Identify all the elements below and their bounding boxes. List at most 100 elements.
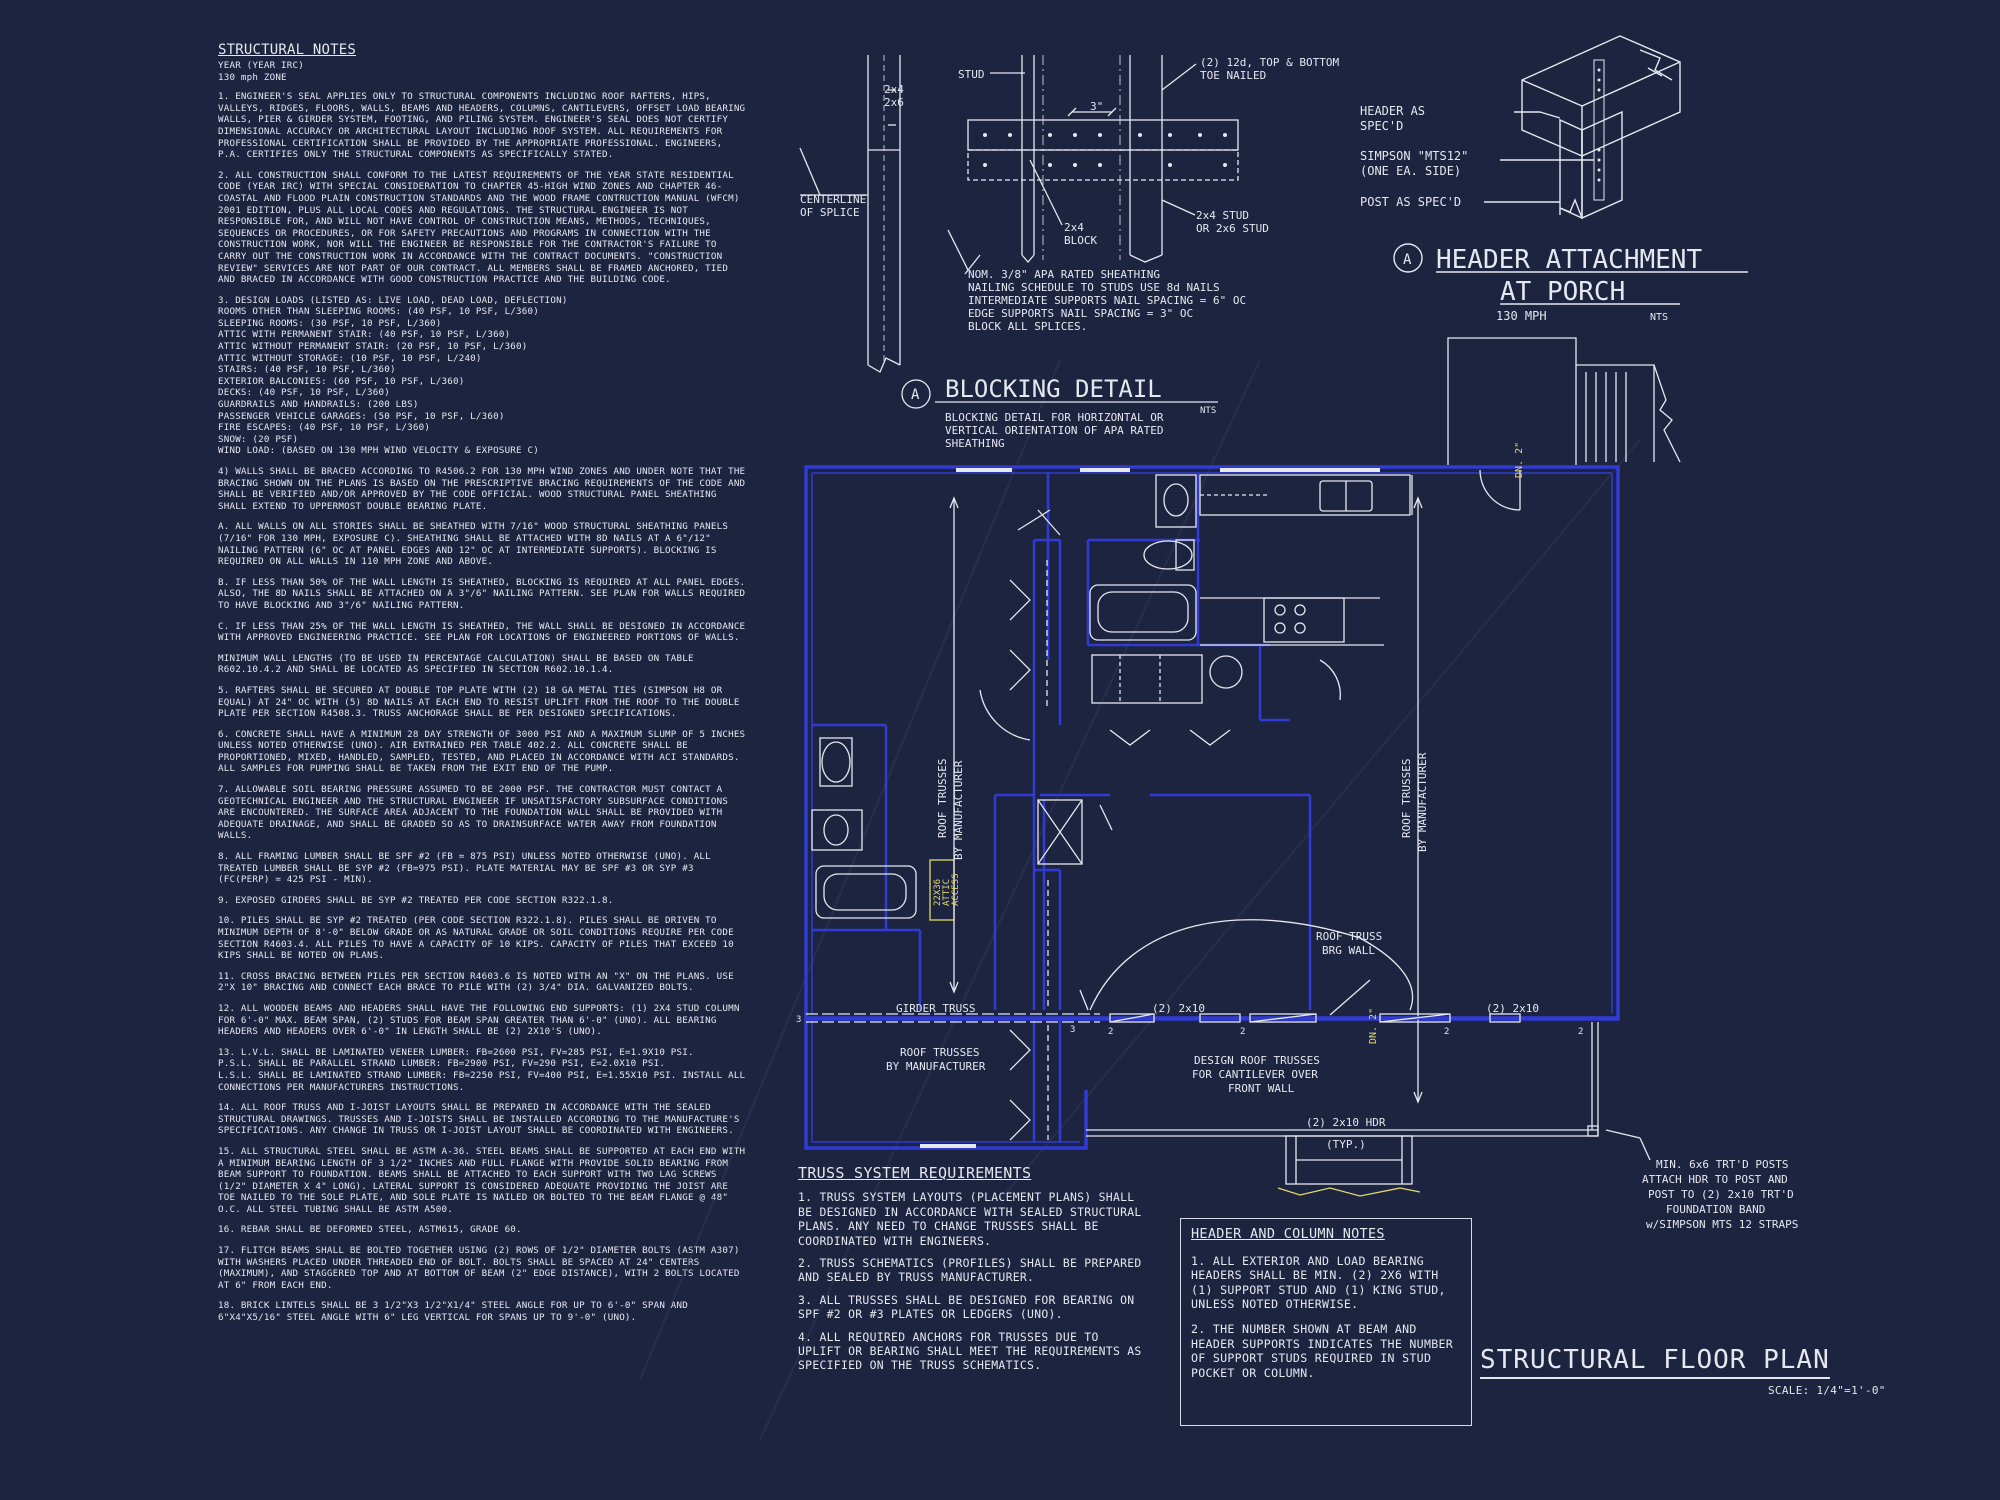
truss-req-3: 3. ALL TRUSSES SHALL BE DESIGNED FOR BEA… bbox=[798, 1292, 1135, 1322]
load-line: SNOW: (20 PSF) bbox=[218, 433, 299, 445]
stud-count-2-a: 2 bbox=[1108, 1027, 1113, 1037]
blocking-nts: NTS bbox=[1200, 406, 1216, 416]
blocking-label-2x4: 2x4 bbox=[884, 83, 904, 96]
trusses-left-2: BY MANUFACTURER bbox=[952, 760, 965, 860]
blocking-dim-3: 3" bbox=[1090, 100, 1103, 113]
posts-note-1: MIN. 6x6 TRT'D POSTS bbox=[1656, 1158, 1788, 1171]
blocking-block-2: BLOCK bbox=[1064, 234, 1097, 247]
note-6: 6. CONCRETE SHALL HAVE A MINIMUM 28 DAY … bbox=[218, 728, 746, 775]
blocking-sheath-1: NOM. 3/8" APA RATED SHEATHING bbox=[968, 268, 1160, 281]
brg-wall-1: ROOF TRUSS bbox=[1316, 930, 1382, 943]
blocking-stud-r1: 2x4 STUD bbox=[1196, 209, 1249, 222]
header-column-notes: HEADER AND COLUMN NOTES 1. ALL EXTERIOR … bbox=[1180, 1218, 1472, 1426]
header-mph: 130 MPH bbox=[1496, 309, 1547, 323]
load-line: ATTIC WITHOUT STORAGE: (10 PSF, 10 PSF, … bbox=[218, 352, 482, 364]
front-header-label: (2) 2x10 HDR bbox=[1306, 1116, 1386, 1129]
load-line: WIND LOAD: (BASED ON 130 MPH WIND VELOCI… bbox=[218, 445, 539, 457]
blocking-desc-3: SHEATHING bbox=[945, 437, 1005, 450]
stud-count-3-mid: 3 bbox=[1070, 1025, 1075, 1035]
truss-requirements: TRUSS SYSTEM REQUIREMENTS 1. TRUSS SYSTE… bbox=[798, 1164, 1148, 1381]
note-4a: a. ALL WALLS ON ALL STORIES SHALL BE SHE… bbox=[218, 521, 729, 568]
brg-wall-2: BRG WALL bbox=[1322, 944, 1375, 957]
note-16: 16. REBAR SHALL BE DEFORMED STEEL, ASTM6… bbox=[218, 1224, 522, 1236]
header-tag: A bbox=[1403, 252, 1412, 268]
post-as-spec: POST AS SPEC'D bbox=[1360, 195, 1461, 209]
header-2x10-b: (2) 2x10 bbox=[1486, 1002, 1539, 1015]
stud-count-2-c: 2 bbox=[1444, 1027, 1449, 1037]
note-14: 14. ALL ROOF TRUSS AND I-JOIST LAYOUTS S… bbox=[218, 1102, 740, 1137]
plan-fixtures bbox=[806, 468, 1651, 1197]
header-title-1: HEADER ATTACHMENT bbox=[1436, 245, 1702, 275]
attic-access-1: 22X36 bbox=[933, 879, 943, 906]
blocking-detail bbox=[799, 55, 1239, 409]
blocking-toenail-2: TOE NAILED bbox=[1200, 69, 1266, 82]
attic-access-2: ATTIC bbox=[942, 879, 952, 906]
posts-note-2: ATTACH HDR TO POST AND bbox=[1642, 1173, 1788, 1186]
header-note-2: 2. THE NUMBER SHOWN AT BEAM AND HEADER S… bbox=[1191, 1321, 1454, 1380]
load-line: ATTIC WITH PERMANENT STAIR: (40 PSF, 10 … bbox=[218, 329, 511, 341]
note-15: 15. ALL STRUCTURAL STEEL SHALL BE ASTM A… bbox=[218, 1145, 746, 1215]
blocking-title: BLOCKING DETAIL bbox=[945, 375, 1162, 403]
blocking-desc-2: VERTICAL ORIENTATION OF APA RATED bbox=[945, 424, 1164, 437]
note-5: 5. RAFTERS SHALL BE SECURED AT DOUBLE TO… bbox=[218, 684, 740, 720]
trusses-left-1: ROOF TRUSSES bbox=[936, 759, 949, 838]
simpson-2: (ONE EA. SIDE) bbox=[1360, 164, 1461, 178]
note-4: 4) WALLS SHALL BE BRACED ACCORDING TO R4… bbox=[218, 466, 746, 512]
load-line: GUARDRAILS AND HANDRAILS: (200 LBS) bbox=[218, 399, 419, 411]
dn-bottom-label: DN. 2" bbox=[1368, 1008, 1379, 1044]
blocking-tag: A bbox=[911, 387, 920, 403]
header-as-1: HEADER AS bbox=[1360, 104, 1425, 118]
note-2: 2. ALL CONSTRUCTION SHALL CONFORM TO THE… bbox=[218, 169, 740, 286]
trusses-bottom-1: ROOF TRUSSES bbox=[900, 1046, 979, 1059]
blocking-block-1: 2x4 bbox=[1064, 221, 1084, 234]
note-18: 18. BRICK LINTELS SHALL BE 3 1/2"x3 1/2"… bbox=[218, 1300, 688, 1324]
trusses-right-2: BY MANUFACTURER bbox=[1416, 752, 1429, 852]
blocking-detail-labels: 2x4 2x6 STUD 3" (2) 12d, TOP & BOTTOM TO… bbox=[800, 56, 1339, 450]
stud-count-3-left: 3 bbox=[796, 1015, 801, 1025]
load-line: 3. DESIGN LOADS (LISTED AS: LIVE LOAD, D… bbox=[218, 294, 568, 306]
posts-note-4: FOUNDATION BAND bbox=[1666, 1203, 1765, 1216]
trusses-right-1: ROOF TRUSSES bbox=[1400, 759, 1413, 838]
front-header-typ: (TYP.) bbox=[1326, 1138, 1366, 1151]
posts-note-5: w/SIMPSON MTS 12 STRAPS bbox=[1646, 1218, 1798, 1231]
note-17: 17. FLITCH BEAMS SHALL BE BOLTED TOGETHE… bbox=[218, 1245, 740, 1291]
cantilever-1: DESIGN ROOF TRUSSES bbox=[1194, 1054, 1320, 1067]
blocking-stud-label: STUD bbox=[958, 68, 985, 81]
plan-labels: DN. 2" ROOF TRUSSES BY MANUFACTURER ROOF… bbox=[796, 442, 1798, 1231]
load-line: STAIRS: (40 PSF, 10 PSF, L/360) bbox=[218, 364, 396, 376]
blocking-desc-1: BLOCKING DETAIL FOR HORIZONTAL OR bbox=[945, 411, 1164, 424]
note-8: 8. ALL FRAMING LUMBER SHALL BE SPF #2 (F… bbox=[218, 851, 711, 886]
header-nts: NTS bbox=[1650, 312, 1668, 323]
header-2x10-a: (2) 2x10 bbox=[1152, 1002, 1205, 1015]
simpson-1: SIMPSON "MTS12" bbox=[1360, 149, 1468, 163]
note-4d: MINIMUM WALL LENGTHS (TO BE USED IN PERC… bbox=[218, 652, 694, 676]
load-line: EXTERIOR BALCONIES: (60 PSF, 10 PSF, L/3… bbox=[218, 375, 465, 387]
posts-note-3: POST TO (2) 2x10 TRT'D bbox=[1648, 1188, 1794, 1201]
dn-top-label: DN. 2" bbox=[1514, 442, 1525, 478]
load-line: PASSENGER VEHICLE GARAGES: (50 PSF, 10 P… bbox=[218, 410, 505, 422]
structural-notes: STRUCTURAL NOTES YEAR (YEAR IRC) 130 mph… bbox=[218, 42, 748, 1333]
header-note-1: 1. ALL EXTERIOR AND LOAD BEARING HEADERS… bbox=[1191, 1253, 1446, 1312]
stud-count-2-b: 2 bbox=[1240, 1027, 1245, 1037]
note-10: 10. PILES SHALL BE SYP #2 TREATED (PER C… bbox=[218, 915, 734, 962]
note-13: 13. L.V.L. SHALL BE LAMINATED VENEER LUM… bbox=[218, 1046, 746, 1093]
header-title-2: AT PORCH bbox=[1500, 277, 1625, 307]
load-line: ROOMS OTHER THAN SLEEPING ROOMS: (40 PSF… bbox=[218, 306, 539, 318]
blocking-sheath-4: EDGE SUPPORTS NAIL SPACING = 3" OC bbox=[968, 307, 1193, 320]
rear-stoop bbox=[1447, 337, 1681, 465]
cantilever-3: FRONT WALL bbox=[1228, 1082, 1295, 1095]
blocking-toenail-1: (2) 12d, TOP & BOTTOM bbox=[1200, 56, 1339, 69]
note-1: 1. ENGINEER'S SEAL APPLIES ONLY TO STRUC… bbox=[218, 91, 746, 161]
load-line: SLEEPING ROOMS: (30 PSF, 10 PSF, L/360) bbox=[218, 317, 442, 329]
attic-access-3: ACCESS bbox=[951, 873, 961, 906]
note-4c: c. IF LESS THAN 25% OF THE WALL LENGTH I… bbox=[218, 620, 746, 644]
sheet-title: STRUCTURAL FLOOR PLAN bbox=[1480, 1345, 1830, 1379]
interior-walls bbox=[812, 473, 1312, 1142]
girder-truss-label: GIRDER TRUSS bbox=[896, 1002, 975, 1015]
design-loads-list: 3. DESIGN LOADS (LISTED AS: LIVE LOAD, D… bbox=[218, 295, 748, 457]
truss-requirements-title: TRUSS SYSTEM REQUIREMENTS bbox=[798, 1164, 1032, 1182]
notes-title: STRUCTURAL NOTES bbox=[218, 42, 357, 58]
header-notes-title: HEADER AND COLUMN NOTES bbox=[1191, 1226, 1385, 1242]
